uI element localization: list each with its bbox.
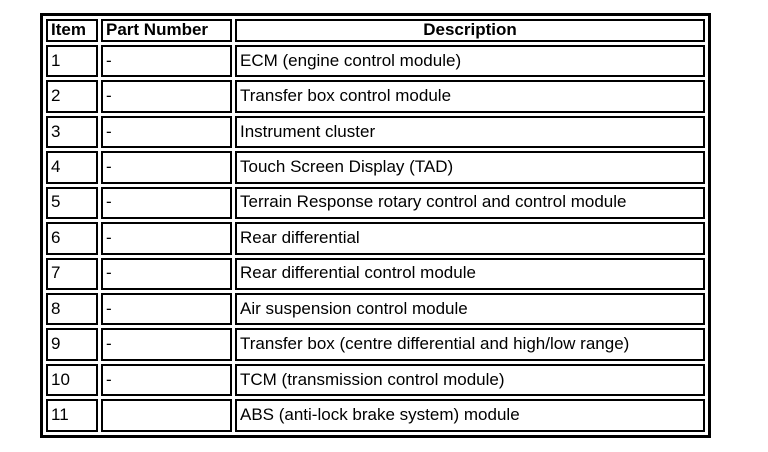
item-cell: 7 (46, 257, 98, 290)
description-cell: Touch Screen Display (TAD) (235, 151, 705, 184)
item-cell: 9 (46, 328, 98, 361)
item-cell: 3 (46, 115, 98, 149)
description-cell: Rear differential (235, 222, 705, 255)
table-row: 2 - Transfer box control module (46, 80, 705, 113)
table-row: 10 - TCM (transmission control module) (46, 363, 705, 397)
part-number-cell: - (101, 115, 232, 149)
item-cell: 4 (46, 151, 98, 184)
description-cell: Air suspension control module (235, 292, 705, 326)
table-row: 5 - Terrain Response rotary control and … (46, 186, 705, 220)
item-cell: 11 (46, 399, 98, 432)
table-row: 3 - Instrument cluster (46, 115, 705, 149)
table-row: 11 ABS (anti-lock brake system) module (46, 399, 705, 432)
item-cell: 5 (46, 186, 98, 220)
item-cell: 2 (46, 80, 98, 113)
part-number-cell: - (101, 80, 232, 113)
description-cell: ECM (engine control module) (235, 44, 705, 78)
header-description: Description (235, 19, 705, 42)
part-number-cell: - (101, 292, 232, 326)
item-cell: 10 (46, 363, 98, 397)
description-cell: TCM (transmission control module) (235, 363, 705, 397)
description-cell: Rear differential control module (235, 257, 705, 290)
header-row: Item Part Number Description (46, 19, 705, 42)
item-cell: 6 (46, 222, 98, 255)
part-number-cell: - (101, 44, 232, 78)
part-number-cell: - (101, 151, 232, 184)
item-cell: 1 (46, 44, 98, 78)
description-cell: Transfer box (centre differential and hi… (235, 328, 705, 361)
description-cell: Transfer box control module (235, 80, 705, 113)
part-number-cell: - (101, 363, 232, 397)
parts-table: Item Part Number Description 1 - ECM (en… (40, 13, 711, 438)
table-row: 9 - Transfer box (centre differential an… (46, 328, 705, 361)
table-row: 7 - Rear differential control module (46, 257, 705, 290)
part-number-cell: - (101, 328, 232, 361)
table-row: 8 - Air suspension control module (46, 292, 705, 326)
table-row: 1 - ECM (engine control module) (46, 44, 705, 78)
part-number-cell: - (101, 257, 232, 290)
description-cell: Terrain Response rotary control and cont… (235, 186, 705, 220)
table-row: 4 - Touch Screen Display (TAD) (46, 151, 705, 184)
part-number-cell: - (101, 222, 232, 255)
part-number-cell: - (101, 186, 232, 220)
description-cell: Instrument cluster (235, 115, 705, 149)
header-item: Item (46, 19, 98, 42)
part-number-cell (101, 399, 232, 432)
table-row: 6 - Rear differential (46, 222, 705, 255)
item-cell: 8 (46, 292, 98, 326)
description-cell: ABS (anti-lock brake system) module (235, 399, 705, 432)
header-part-number: Part Number (101, 19, 232, 42)
